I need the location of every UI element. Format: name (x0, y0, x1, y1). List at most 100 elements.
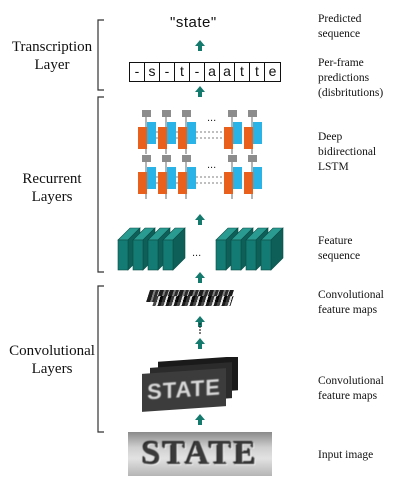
dot-connector (199, 323, 201, 325)
feature-column-front (230, 239, 242, 271)
recurrent-layers-label: Recurrent Layers (2, 170, 102, 206)
lstm-output-node (182, 155, 191, 162)
up-arrow-icon (195, 316, 205, 327)
flow-arrows (195, 40, 205, 425)
input-image-label: Input image (318, 449, 374, 461)
feature-column-front (132, 239, 144, 271)
frame-prediction-cell: a (220, 63, 235, 81)
lstm-forward-cell (244, 172, 253, 194)
recurrent-label-line1: Recurrent (22, 171, 82, 187)
per-frame-predictions-label: Per-frame predictions (disbritutions) (318, 56, 383, 101)
lstm-backward-cell (233, 122, 242, 144)
feature-column-front (245, 239, 257, 271)
deep-lstm-label: Deep bidirectional LSTM (318, 130, 376, 175)
lstm-forward-cell (224, 127, 233, 149)
recurrent-label-line2: Layers (31, 189, 73, 205)
conv-feature-maps-top (140, 286, 240, 312)
dot-connector (199, 326, 201, 328)
frame-prediction-cell: - (190, 63, 205, 81)
convolutional-layers-label: Convolutional Layers (0, 342, 104, 378)
lstm-output-node (228, 110, 237, 117)
conv-maps-bottom-line1: Convolutional (318, 375, 384, 387)
conv-maps-top-line1: Convolutional (318, 289, 384, 301)
lstm-backward-cell (187, 167, 196, 189)
ellipses: ......... (192, 112, 216, 259)
frame-prediction-cell: a (205, 63, 220, 81)
up-arrow-icon (195, 40, 205, 51)
conv-feature-maps-label-bottom: Convolutional feature maps (318, 374, 384, 404)
feature-column-front (215, 239, 227, 271)
deep-lstm-line1: Deep (318, 131, 343, 143)
conv-maps-bottom-line2: feature maps (318, 390, 378, 402)
deep-lstm-line2: bidirectional (318, 146, 377, 158)
frame-prediction-cell: t (235, 63, 250, 81)
feature-sequence-columns (117, 227, 284, 271)
transcription-label-line1: Transcription (11, 39, 93, 55)
up-arrow-icon (195, 86, 205, 97)
frame-prediction-cell: t (250, 63, 265, 81)
input-image: STATE (128, 432, 272, 476)
lstm-backward-cell (167, 122, 176, 144)
lstm-backward-cell (187, 122, 196, 144)
predicted-word: "state" (170, 14, 217, 31)
brackets (97, 19, 104, 433)
recurrent-bracket (97, 96, 104, 273)
convolutional-bracket (97, 285, 104, 433)
dot-connector (199, 332, 201, 334)
lstm-forward-cell (244, 127, 253, 149)
lstm-forward-cell (178, 127, 187, 149)
up-arrow-icon (195, 272, 205, 283)
lstm-output-node (162, 110, 171, 117)
lstm-grid (138, 110, 262, 199)
conv-feature-maps-label-top: Convolutional feature maps (318, 288, 384, 318)
feature-sequence-line2: sequence (318, 250, 361, 262)
feature-ellipsis: ... (192, 247, 201, 259)
lstm-backward-cell (147, 122, 156, 144)
frame-prediction-cell: s (145, 63, 160, 81)
lstm-backward-cell (253, 167, 262, 189)
frame-prediction-cell: - (160, 63, 175, 81)
conv-feature-maps-bottom: STATE (122, 357, 252, 415)
frame-prediction-cell: t (175, 63, 190, 81)
feature-column-front (162, 239, 174, 271)
lstm-output-node (228, 155, 237, 162)
lstm-forward-cell (158, 127, 167, 149)
lstm-forward-cell (178, 172, 187, 194)
lstm-backward-cell (233, 167, 242, 189)
lstm-output-node (142, 110, 151, 117)
per-frame-line1: Per-frame (318, 57, 364, 69)
lstm-forward-cell (138, 127, 147, 149)
lstm-output-node (142, 155, 151, 162)
per-frame-line2: predictions (318, 72, 370, 84)
lstm-forward-cell (138, 172, 147, 194)
convolutional-label-line1: Convolutional (9, 343, 95, 359)
lstm-forward-cell (158, 172, 167, 194)
per-frame-line3: (disbritutions) (318, 87, 384, 99)
frame-prediction-cell: e (268, 63, 277, 79)
up-arrow-icon (195, 414, 205, 425)
up-arrow-icon (195, 214, 205, 225)
lstm-ellipsis: ... (207, 159, 216, 171)
lstm-backward-cell (253, 122, 262, 144)
dot-connector (199, 329, 201, 331)
predicted-sequence-line1: Predicted (318, 13, 362, 25)
transcription-layer-label: Transcription Layer (2, 38, 102, 74)
lstm-ellipsis: ... (207, 112, 216, 124)
conv-maps-top-line2: feature maps (318, 304, 378, 316)
transcription-bracket (97, 19, 104, 91)
feature-map-text: STATE (147, 374, 221, 405)
up-arrow-icon (195, 338, 205, 349)
predicted-sequence-label: Predicted sequence (318, 12, 361, 42)
lstm-backward-cell (147, 167, 156, 189)
feature-sequence-label: Feature sequence (318, 234, 360, 264)
frame-prediction-cell: - (130, 63, 145, 81)
predicted-sequence-line2: sequence (318, 28, 361, 40)
lstm-output-node (248, 110, 257, 117)
lstm-output-node (162, 155, 171, 162)
convolutional-label-line2: Layers (31, 361, 73, 377)
lstm-forward-cell (224, 172, 233, 194)
lstm-output-node (248, 155, 257, 162)
feature-column-front (147, 239, 159, 271)
